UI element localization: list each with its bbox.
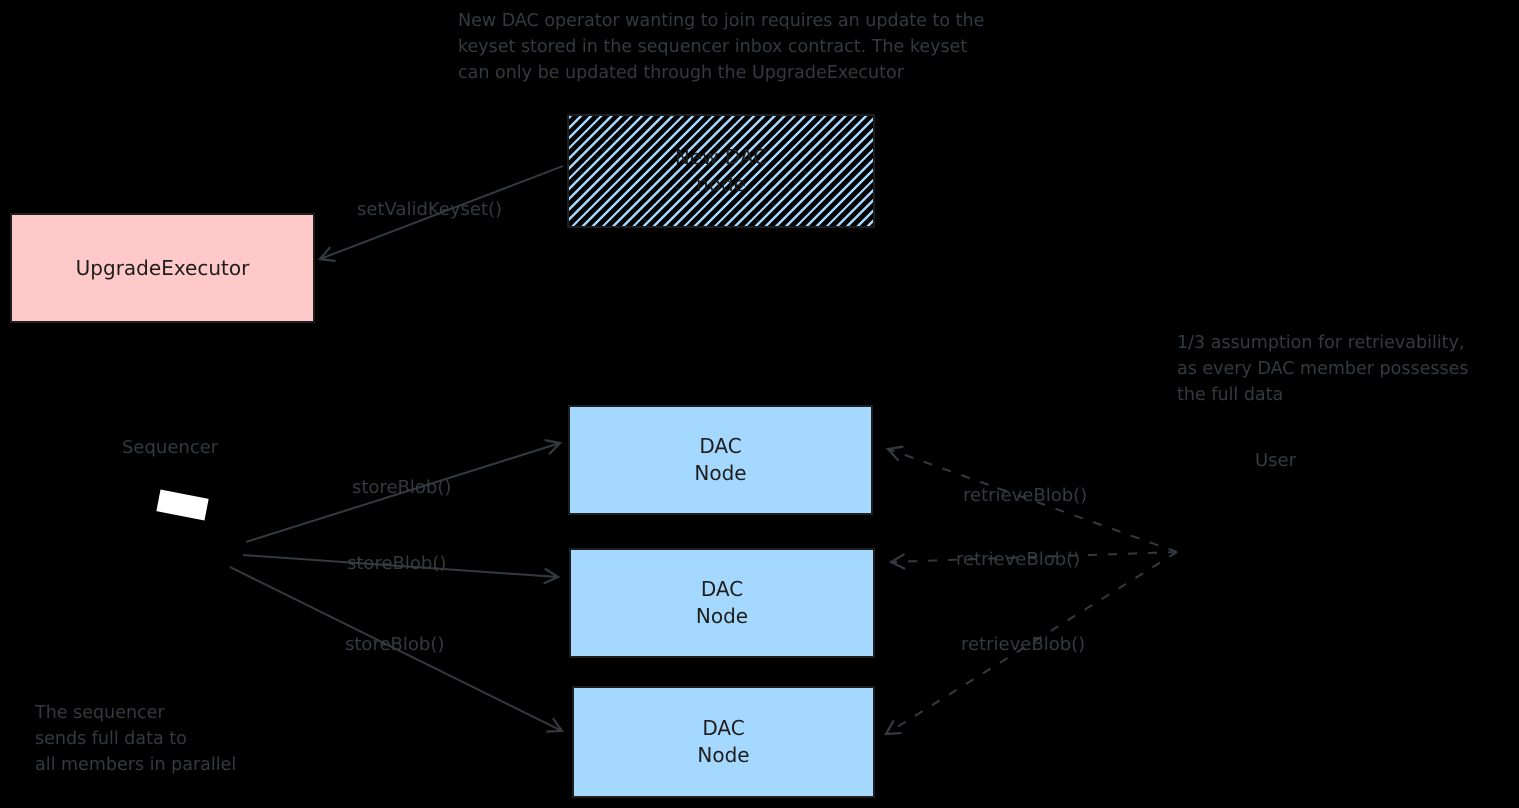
note-line: sends full data to xyxy=(35,729,187,749)
box-label-line: DAC xyxy=(700,577,744,601)
box-upgrade-executor: UpgradeExecutor xyxy=(10,213,315,323)
edge-label-set-valid-keyset: setValidKeyset() xyxy=(357,199,503,220)
box-label-line: Node xyxy=(697,743,750,767)
box-dac-node-2: DAC Node xyxy=(569,548,875,658)
note-line: all members in parallel xyxy=(35,755,237,775)
note-line: The sequencer xyxy=(35,703,165,723)
edge-label-store-blob-3: storeBlob() xyxy=(345,634,445,655)
box-label-line: DAC xyxy=(702,716,745,740)
note-line: the full data xyxy=(1177,385,1284,405)
note-line: can only be updated through the UpgradeE… xyxy=(458,63,904,83)
edge-label-store-blob-1: storeBlob() xyxy=(352,477,452,498)
note-parallel-send: The sequencer sends full data to all mem… xyxy=(35,700,236,778)
note-line: as every DAC member possesses xyxy=(1177,359,1469,379)
note-line: keyset stored in the sequencer inbox con… xyxy=(458,37,968,57)
edge-label-retrieve-blob-3: retrieveBlob() xyxy=(961,634,1086,655)
sequencer-marker xyxy=(156,489,209,521)
box-label-line: DAC xyxy=(699,434,742,458)
edge-label-retrieve-blob-2: retrieveBlob() xyxy=(956,549,1081,570)
edge-label-retrieve-blob-1: retrieveBlob() xyxy=(963,485,1088,506)
label-user: User xyxy=(1255,450,1297,471)
box-label-line: Node xyxy=(695,604,749,628)
label-sequencer: Sequencer xyxy=(122,437,219,458)
box-label-line: New DAC xyxy=(674,145,768,169)
box-dac-node-3: DAC Node xyxy=(572,686,875,798)
box-new-dac-node: New DAC node xyxy=(567,114,875,228)
box-label-line: node xyxy=(696,172,746,196)
note-line: 1/3 assumption for retrievability, xyxy=(1177,333,1465,353)
note-retrievability: 1/3 assumption for retrievability, as ev… xyxy=(1177,330,1468,408)
edge-label-store-blob-2: storeBlob() xyxy=(347,553,447,574)
note-keyset-update: New DAC operator wanting to join require… xyxy=(458,8,984,86)
box-label-line: Node xyxy=(694,461,747,485)
box-dac-node-1: DAC Node xyxy=(568,405,873,515)
note-line: New DAC operator wanting to join require… xyxy=(458,11,985,31)
box-label-line: UpgradeExecutor xyxy=(75,255,250,280)
